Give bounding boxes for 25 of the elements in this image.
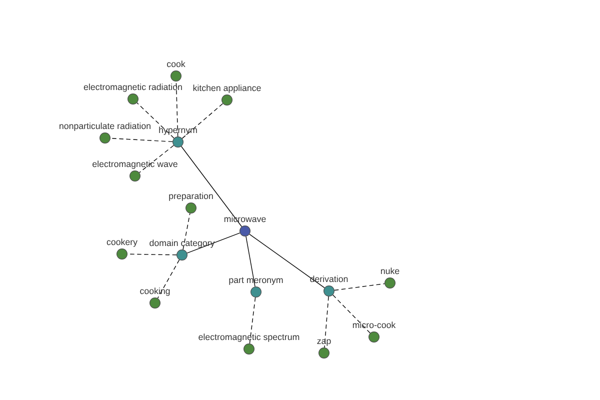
node-label: preparation <box>169 192 213 201</box>
node-label: micro-cook <box>352 322 396 328</box>
graph-node: electromagnetic spectrum <box>198 334 300 354</box>
node-label: electromagnetic wave <box>92 160 178 169</box>
node-label: cook <box>167 60 186 68</box>
graph-node: kitchen appliance <box>193 84 261 106</box>
graph-node: electromagnetic radiation <box>84 84 182 104</box>
node-label: kitchen appliance <box>193 84 261 93</box>
node-label: zap <box>317 339 331 346</box>
node-label: cookery <box>106 238 138 247</box>
node-label: nuke <box>380 268 400 274</box>
node-label: nonparticulate radiation <box>60 122 150 131</box>
graph-node: hypernym <box>159 126 197 148</box>
graph-node: nuke <box>381 268 400 288</box>
graph-node: electromagnetic wave <box>92 160 178 182</box>
node-label: hypernym <box>159 126 197 135</box>
graph-node: micro-cook <box>352 322 396 342</box>
graph-node: cookery <box>106 238 138 260</box>
node-label: cooking <box>140 288 170 296</box>
graph-node: cook <box>167 60 186 82</box>
graph-node: cooking <box>140 288 170 308</box>
graph-node: preparation <box>169 192 213 214</box>
node-label: electromagnetic radiation <box>84 84 182 92</box>
node-label: electromagnetic spectrum <box>198 334 300 342</box>
graph-node: zap <box>317 339 331 358</box>
